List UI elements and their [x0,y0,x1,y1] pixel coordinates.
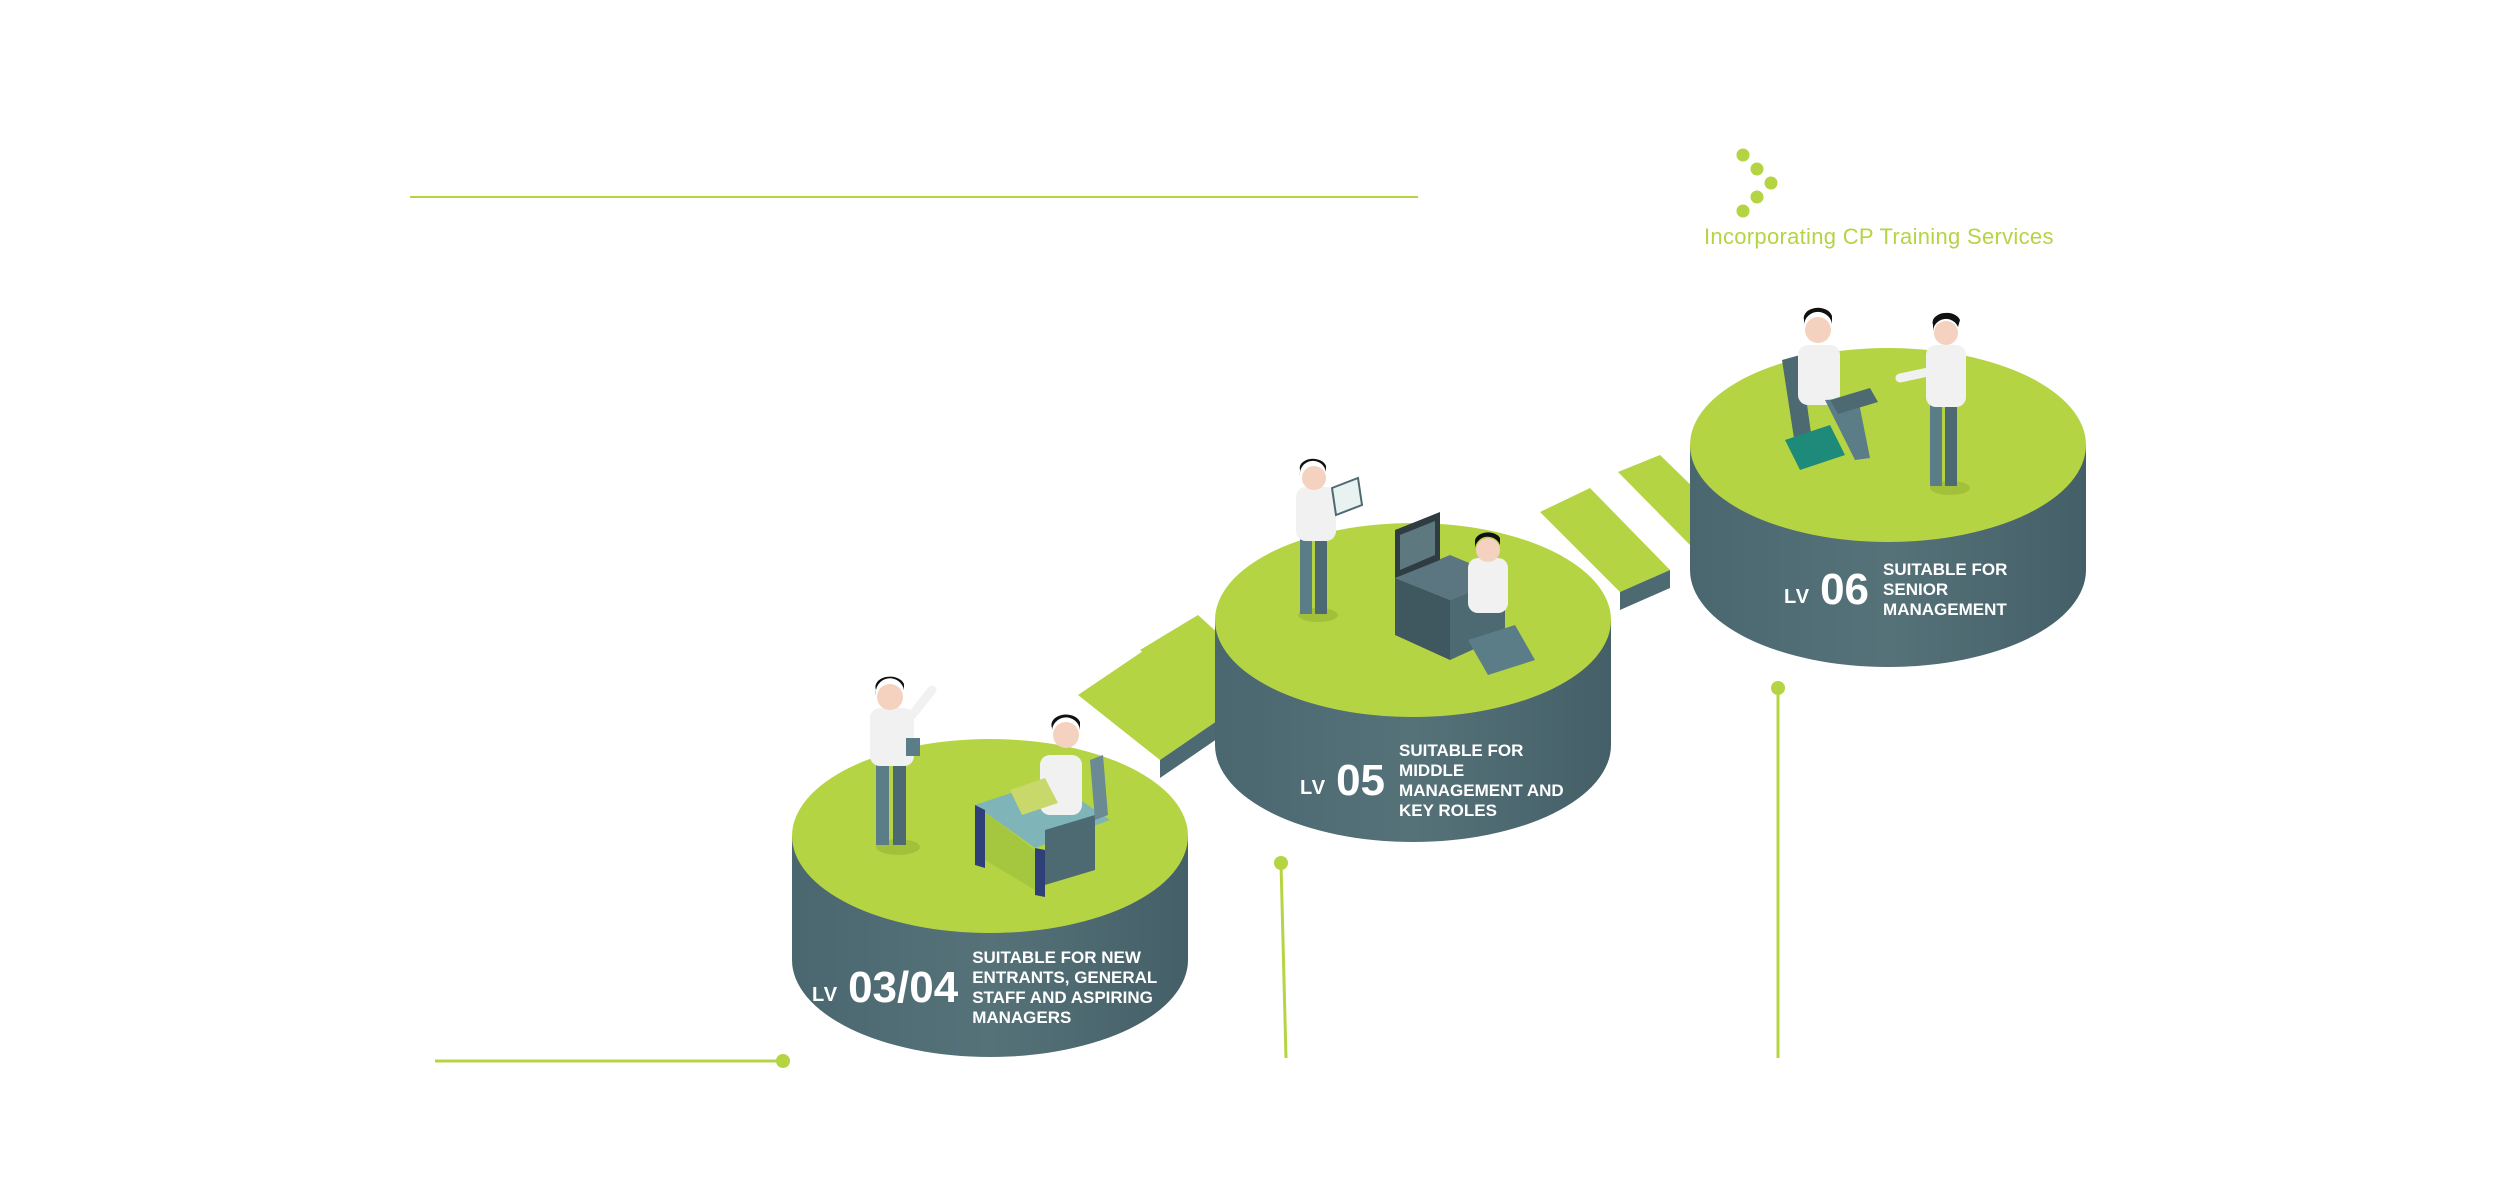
standing-colleague-figure [1895,312,1970,495]
bottom-connector-line [435,1054,790,1068]
level-06-label: LV 06 SUITABLE FOR SENIOR MANAGEMENT [1784,560,2073,620]
platform-level-03-04 [792,676,1188,1057]
level-prefix: LV [1784,585,1811,608]
level-description: SUITABLE FOR MIDDLE MANAGEMENT AND KEY R… [1399,741,1564,820]
laptop-user-figure [1782,307,1878,470]
platform-level-06 [1690,307,2086,667]
level-05-connector [1274,856,1288,1059]
platform-level-05 [1215,458,1611,842]
level-05-label: LV 05 SUITABLE FOR MIDDLE MANAGEMENT AND… [1300,741,1589,821]
level-prefix: LV [1300,776,1327,799]
level-number: 03/04 [848,963,959,1012]
level-06-connector [1771,681,1785,1058]
chevron-dots-icon [1736,148,1778,218]
desk-worker-figure [975,714,1110,897]
level-description: SUITABLE FOR SENIOR MANAGEMENT [1883,560,2008,619]
level-03-04-label: LV 03/04 SUITABLE FOR NEW ENTRANTS, GENE… [812,948,1162,1028]
tablet-user-figure [1296,458,1364,622]
brand-tagline: Incorporating CP Training Services [1704,224,2054,249]
level-number: 05 [1336,756,1386,805]
level-number: 06 [1820,565,1870,614]
level-description: SUITABLE FOR NEW ENTRANTS, GENERAL STAFF… [972,948,1158,1027]
presenter-figure [870,676,937,855]
level-prefix: LV [812,983,839,1006]
computer-operator-figure [1395,512,1535,675]
